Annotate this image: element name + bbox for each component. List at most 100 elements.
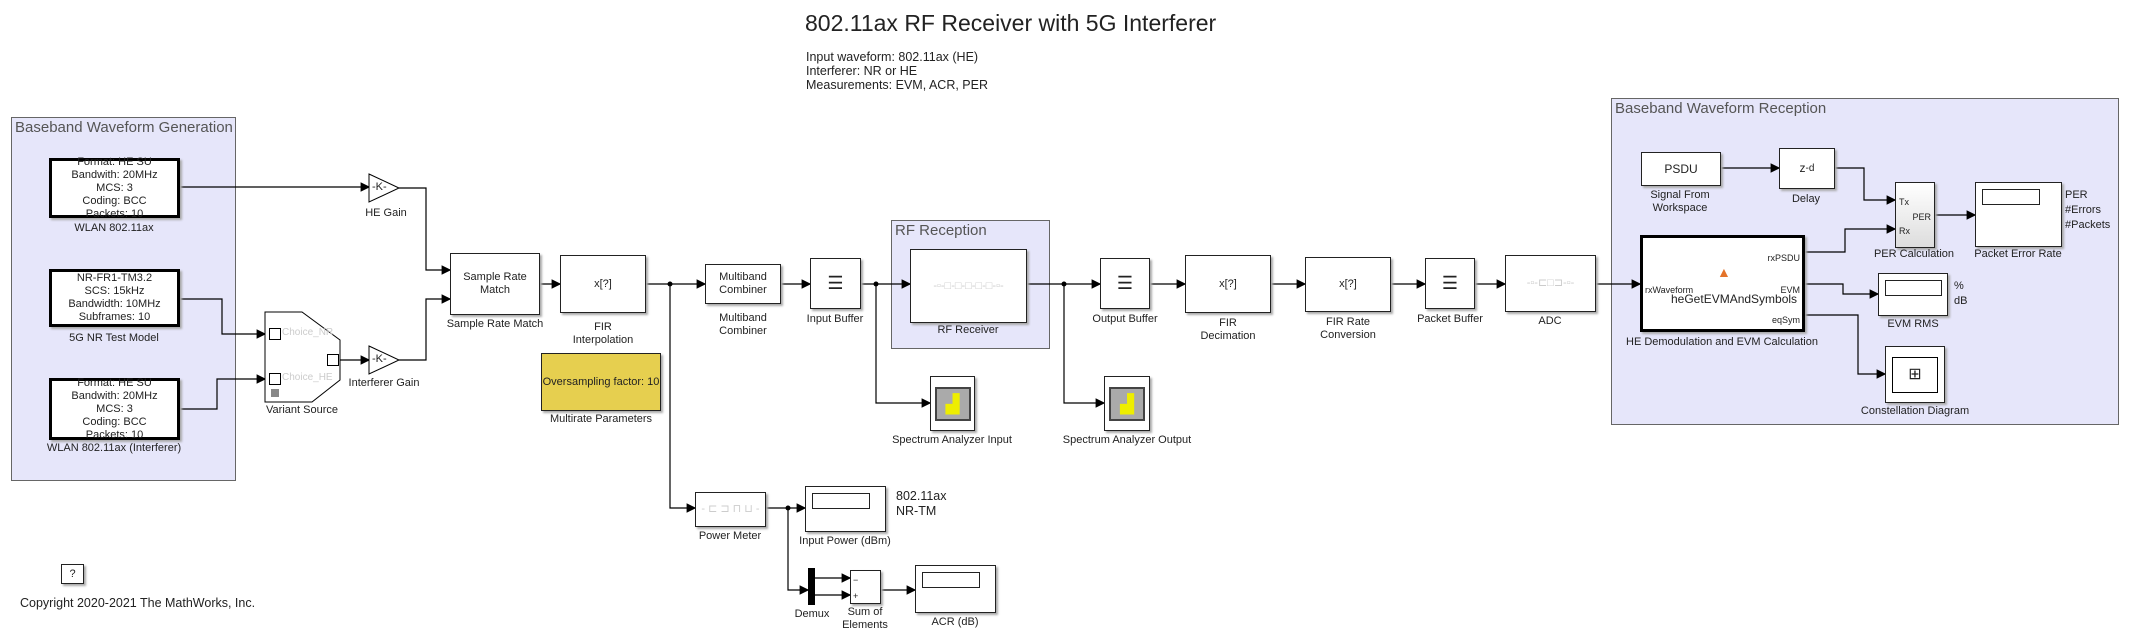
demux-block[interactable] [808, 568, 815, 605]
interferer-gain-triangle [368, 345, 401, 375]
oversampling-annotation[interactable]: Oversampling factor: 10 [541, 353, 661, 411]
fir-interpolation-block[interactable]: x[?] [560, 255, 646, 313]
signal-line [179, 374, 267, 410]
signal-line [1804, 283, 1880, 299]
block-label: Variant Source [266, 404, 338, 416]
per-calculation-block[interactable]: Tx PER Rx [1895, 182, 1935, 248]
interferer-gain-block[interactable]: -K- [372, 353, 387, 365]
evm-display-rows: %dB [1954, 279, 1967, 309]
block-label: Spectrum Analyzer Output [1062, 434, 1192, 446]
port-label: eqSym [1771, 315, 1800, 325]
branch-point [667, 281, 673, 287]
output-buffer-block[interactable]: ☰ [1100, 258, 1150, 309]
packet-buffer-block[interactable]: ☰ [1425, 258, 1475, 309]
port-label: Rx [1899, 226, 1910, 236]
fir-decimation-block[interactable]: x[?] [1185, 255, 1271, 313]
port-label: + [853, 591, 859, 601]
block-label: 5G NR Test Model [69, 332, 159, 344]
he-demodulation-block[interactable]: rxWaveform rxPSDU EVM eqSym ▲ heGetEVMAn… [1640, 235, 1805, 332]
block-label: Delay [1791, 193, 1821, 205]
multiband-combiner-block[interactable]: Multiband Combiner [705, 264, 781, 304]
branch-point [1061, 281, 1067, 287]
signal-line [875, 284, 932, 408]
display-field [1982, 189, 2040, 205]
input-power-display[interactable] [805, 486, 886, 532]
port-label: rxWaveform [1645, 285, 1694, 295]
he-gain-triangle [368, 173, 401, 203]
block-text: Subframes: 10 [78, 311, 151, 323]
block-text: Coding: BCC [82, 415, 147, 428]
row-label: #Packets [2065, 219, 2111, 231]
delay-block[interactable]: z-d [1779, 148, 1835, 189]
adc-block[interactable]: -▫-⊏□⊐-▫- [1505, 255, 1596, 312]
model-description: Input waveform: 802.11ax (HE) Interferer… [806, 50, 988, 92]
block-text: Bandwidth: 10MHz [68, 298, 161, 310]
branch-point [873, 281, 879, 287]
fir-rate-conversion-block[interactable]: x[?] [1305, 257, 1391, 312]
block-text: Packets: 10 [85, 428, 144, 441]
function-name: heGetEVMAndSymbols [1671, 292, 1798, 306]
row-label: % [1954, 280, 1964, 292]
desc-line: Measurements: EVM, ACR, PER [806, 78, 989, 92]
buffer-icon: ☰ [1116, 273, 1134, 293]
display-field [922, 572, 980, 588]
help-button[interactable]: ? [61, 564, 84, 584]
sample-rate-match-block[interactable]: Sample Rate Match [450, 253, 540, 315]
block-label: Power Meter [698, 530, 762, 542]
block-label: FIR Rate Conversion [1320, 316, 1376, 341]
he-gain-block[interactable]: -K- [372, 181, 387, 193]
block-label: EVM RMS [1887, 318, 1939, 330]
block-label: Signal From Workspace [1650, 189, 1710, 214]
constellation-icon: ⊞ [1892, 356, 1938, 393]
evm-rms-display[interactable] [1878, 273, 1948, 316]
block-label: Sum of Elements [842, 606, 888, 631]
spectrum-analyzer-input-block[interactable]: ▟ [930, 376, 975, 431]
block-text: Coding: BCC [82, 194, 147, 207]
rf-receiver-block[interactable]: -▫-□-□-□-□-□-▫- [910, 249, 1027, 323]
row-label: 802.11ax [896, 489, 947, 503]
block-text: Bandwith: 20MHz [71, 389, 158, 402]
power-meter-block[interactable]: - ⊏ ⊐ ⊓ ⊔ - [695, 492, 766, 527]
per-display-rows: PER#Errors#Packets [2065, 188, 2110, 233]
signal-line [1804, 224, 1897, 253]
buffer-icon: ☰ [827, 273, 844, 293]
signal-line [1063, 284, 1106, 408]
block-text: Format: HE SU [77, 376, 152, 389]
block-text: SCS: 15kHz [84, 285, 145, 297]
block-label: FIR Interpolation [572, 321, 634, 346]
desc-line: Input waveform: 802.11ax (HE) [806, 50, 979, 64]
block-text: Packets: 10 [85, 207, 144, 220]
block-text: z [1799, 161, 1806, 175]
variant-choice: Choice_NR [282, 327, 334, 338]
packet-error-rate-display[interactable] [1975, 182, 2062, 247]
variant-port-icon [269, 373, 281, 385]
constellation-diagram-block[interactable]: ⊞ [1885, 346, 1945, 403]
variant-port-icon [269, 328, 281, 340]
spectrum-analyzer-output-block[interactable]: ▟ [1104, 376, 1150, 431]
block-label: Multirate Parameters [549, 413, 653, 425]
port-label: EVM [1780, 285, 1800, 295]
block-label: ACR (dB) [931, 616, 979, 628]
signal-line [787, 508, 810, 595]
power-meter-icon: - ⊏ ⊐ ⊓ ⊔ - [701, 503, 760, 515]
block-label: Constellation Diagram [1860, 405, 1970, 417]
block-label: Output Buffer [1092, 313, 1158, 325]
acr-display[interactable] [915, 565, 996, 613]
variant-choice: Choice_HE [282, 372, 333, 383]
input-buffer-block[interactable]: ☰ [810, 258, 861, 309]
copyright: Copyright 2020-2021 The MathWorks, Inc. [20, 596, 256, 610]
block-label: ADC [1538, 315, 1562, 327]
sum-of-elements-block[interactable]: − + [850, 570, 881, 604]
psdu-source-block[interactable]: PSDU [1641, 152, 1721, 186]
area-title: Baseband Waveform Reception [1615, 100, 1827, 117]
signal-line [179, 298, 267, 339]
row-label: #Errors [2065, 204, 2102, 216]
signal-line [1804, 314, 1887, 379]
block-label: HE Demodulation and EVM Calculation [1626, 336, 1818, 348]
model-title: 802.11ax RF Receiver with 5G Interferer [805, 10, 1217, 36]
block-text: -d [1805, 163, 1815, 174]
